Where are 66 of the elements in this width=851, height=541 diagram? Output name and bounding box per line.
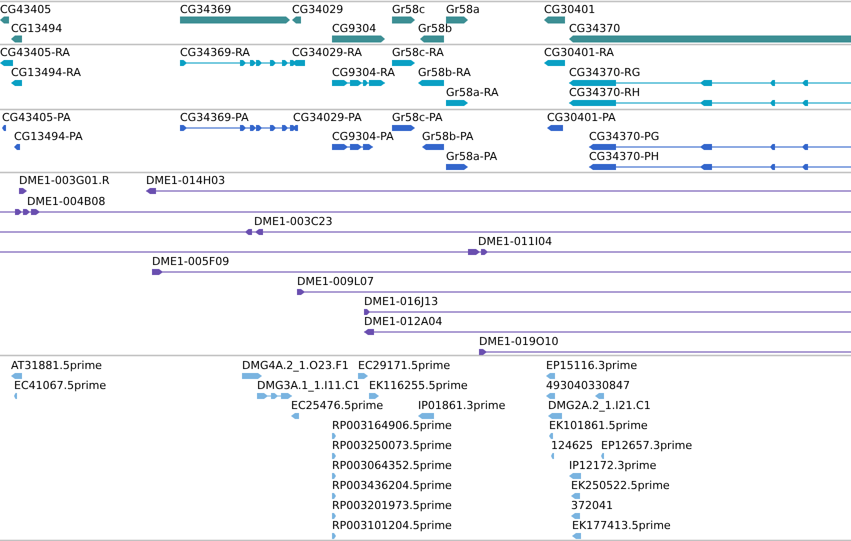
feature-label: CG34370-PH bbox=[589, 150, 660, 163]
feature-label: RP003164906.5prime bbox=[332, 419, 452, 432]
feature-label: CG13494 bbox=[11, 22, 62, 35]
feature-label: Gr58c-RA bbox=[392, 46, 444, 59]
feature-label: DMG4A.2_1.O23.F1 bbox=[242, 359, 349, 372]
feature-label: RP003250073.5prime bbox=[332, 439, 452, 452]
feature-label: CG9304-RA bbox=[332, 66, 395, 79]
feature-label: CG34369 bbox=[180, 3, 232, 16]
feature-label: CG30401-PA bbox=[547, 111, 616, 124]
feature-label: EC25476.5prime bbox=[291, 399, 384, 412]
feature-label: EC41067.5prime bbox=[14, 379, 106, 392]
feature-label: DME1-012A04 bbox=[364, 315, 442, 328]
feature-label: CG34370 bbox=[569, 22, 620, 35]
feature-label: CG34369-RA bbox=[180, 46, 250, 59]
feature-label: DME1-005F09 bbox=[152, 255, 230, 268]
feature-label: CG13494-PA bbox=[14, 130, 83, 143]
feature-label: 372041 bbox=[571, 499, 613, 512]
feature-label: DME1-019O10 bbox=[479, 335, 559, 348]
feature-label: CG43405-RA bbox=[0, 46, 70, 59]
feature-label: CG30401 bbox=[544, 3, 596, 16]
feature-label: DMG3A.1_1.I11.C1 bbox=[257, 379, 360, 392]
feature-label: DME1-003C23 bbox=[254, 215, 333, 228]
feature-label: CG34370-RH bbox=[569, 86, 640, 99]
feature-label: EP12657.3prime bbox=[601, 439, 692, 452]
feature-label: CG9304-PA bbox=[332, 130, 394, 143]
feature-label: CG34029 bbox=[292, 3, 344, 16]
feature-label: Gr58b bbox=[418, 22, 452, 35]
feature-label: EK116255.5prime bbox=[369, 379, 468, 392]
feature-label: DME1-004B08 bbox=[27, 195, 106, 208]
feature-label: Gr58a-RA bbox=[446, 86, 498, 99]
feature-label: DMG2A.2_1.I21.C1 bbox=[548, 399, 651, 412]
feature-label: CG13494-RA bbox=[11, 66, 81, 79]
feature-label: 124625 bbox=[551, 439, 593, 452]
feature-label: RP003101204.5prime bbox=[332, 519, 452, 532]
feature-label: DME1-009L07 bbox=[297, 275, 374, 288]
feature-label: Gr58c bbox=[392, 3, 426, 16]
feature-label: CG34370-RG bbox=[569, 66, 640, 79]
feature-label: Gr58b-RA bbox=[418, 66, 471, 79]
feature-label: 493040330847 bbox=[546, 379, 630, 392]
feature-label: DME1-016J13 bbox=[364, 295, 438, 308]
feature-label: RP003064352.5prime bbox=[332, 459, 452, 472]
feature-label: DME1-003G01.R bbox=[19, 174, 110, 187]
feature-label: CG43405-PA bbox=[2, 111, 71, 124]
feature-label: Gr58a-PA bbox=[446, 150, 498, 163]
feature-label: EP15116.3prime bbox=[546, 359, 638, 372]
feature-label: EK250522.5prime bbox=[571, 479, 670, 492]
feature-label: CG9304 bbox=[332, 22, 376, 35]
feature-label: DME1-014H03 bbox=[146, 174, 226, 187]
feature-label: IP12172.3prime bbox=[569, 459, 656, 472]
feature-label: AT31881.5prime bbox=[11, 359, 102, 372]
feature-label: DME1-011I04 bbox=[478, 235, 552, 248]
feature-label: CG34370-PG bbox=[589, 130, 660, 143]
feature-label: EC29171.5prime bbox=[358, 359, 450, 372]
feature-label: RP003201973.5prime bbox=[332, 499, 452, 512]
feature-label: Gr58a bbox=[446, 3, 480, 16]
feature-label: CG30401-RA bbox=[544, 46, 614, 59]
feature-label: EK101861.5prime bbox=[549, 419, 648, 432]
feature-label: CG34029-RA bbox=[292, 46, 362, 59]
feature-label: Gr58b-PA bbox=[422, 130, 474, 143]
feature-label: Gr58c-PA bbox=[392, 111, 443, 124]
feature-label: CG43405 bbox=[0, 3, 52, 16]
feature-label: RP003436204.5prime bbox=[332, 479, 452, 492]
feature-label: EK177413.5prime bbox=[572, 519, 671, 532]
feature-label: CG34029-PA bbox=[293, 111, 362, 124]
feature-label: IP01861.3prime bbox=[418, 399, 506, 412]
feature-label: CG34369-PA bbox=[180, 111, 249, 124]
